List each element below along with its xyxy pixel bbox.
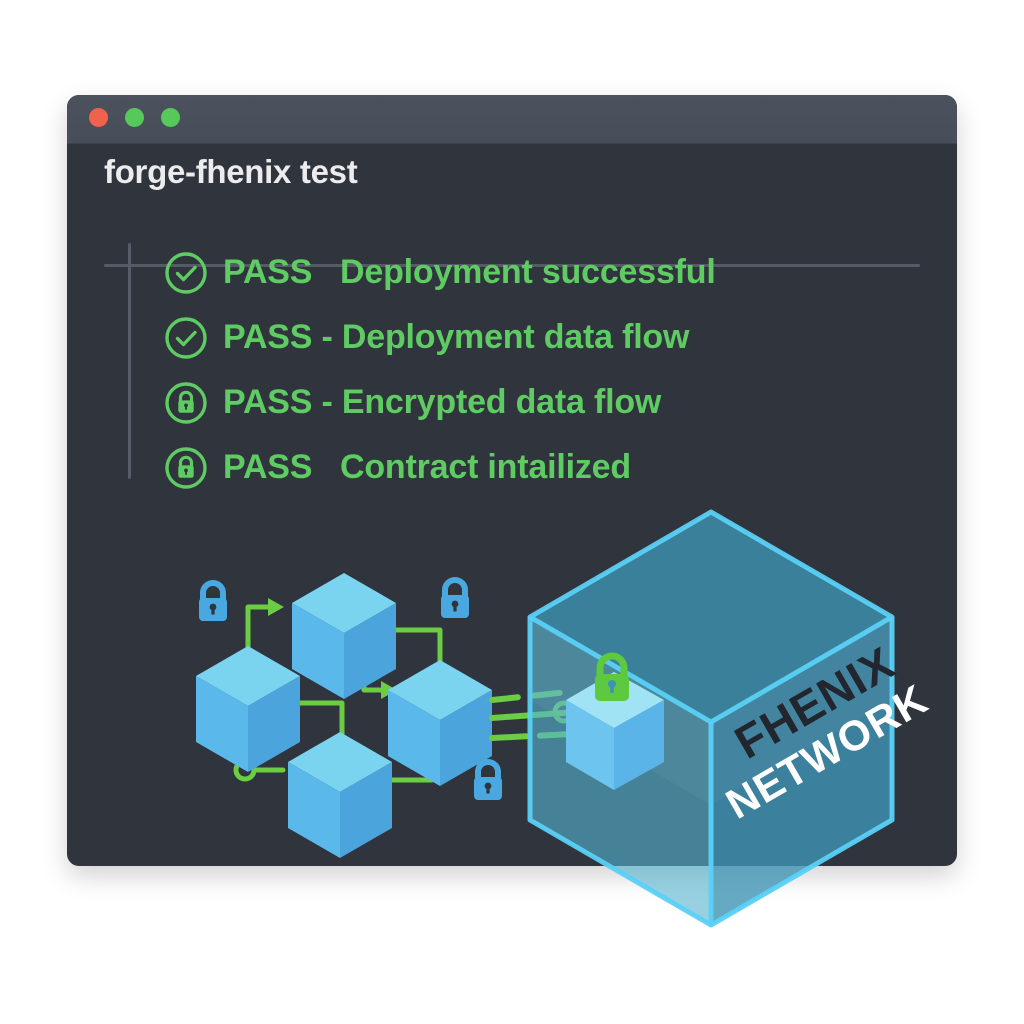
table-row: PASS - Encrypted data flow bbox=[104, 370, 904, 435]
window-titlebar[interactable] bbox=[67, 95, 957, 144]
table-row: PASS Contract intailized bbox=[104, 435, 904, 500]
result-text: PASS - Encrypted data flow bbox=[223, 383, 662, 421]
check-circle-icon bbox=[163, 315, 209, 361]
results-rail bbox=[128, 243, 131, 479]
traffic-light-buttons bbox=[89, 108, 180, 127]
table-row: PASS - Deployment data flow bbox=[104, 305, 904, 370]
minimize-button[interactable] bbox=[125, 108, 144, 127]
lock-circle-icon bbox=[163, 380, 209, 426]
table-row: PASS Deployment successful bbox=[104, 240, 904, 305]
check-circle-icon bbox=[163, 250, 209, 296]
zoom-button[interactable] bbox=[161, 108, 180, 127]
result-text: PASS Deployment successful bbox=[223, 253, 716, 291]
window-header: forge-fhenix test bbox=[67, 143, 957, 267]
lock-circle-icon bbox=[163, 445, 209, 491]
result-text: PASS Contract intailized bbox=[223, 448, 631, 486]
header-divider bbox=[104, 264, 920, 267]
test-results-list: PASS Deployment successful PASS - Deploy… bbox=[104, 240, 904, 500]
result-text: PASS - Deployment data flow bbox=[223, 318, 690, 356]
app-window: forge-fhenix test PASS Deployment succes… bbox=[67, 95, 957, 866]
page-title: forge-fhenix test bbox=[104, 153, 358, 190]
close-button[interactable] bbox=[89, 108, 108, 127]
